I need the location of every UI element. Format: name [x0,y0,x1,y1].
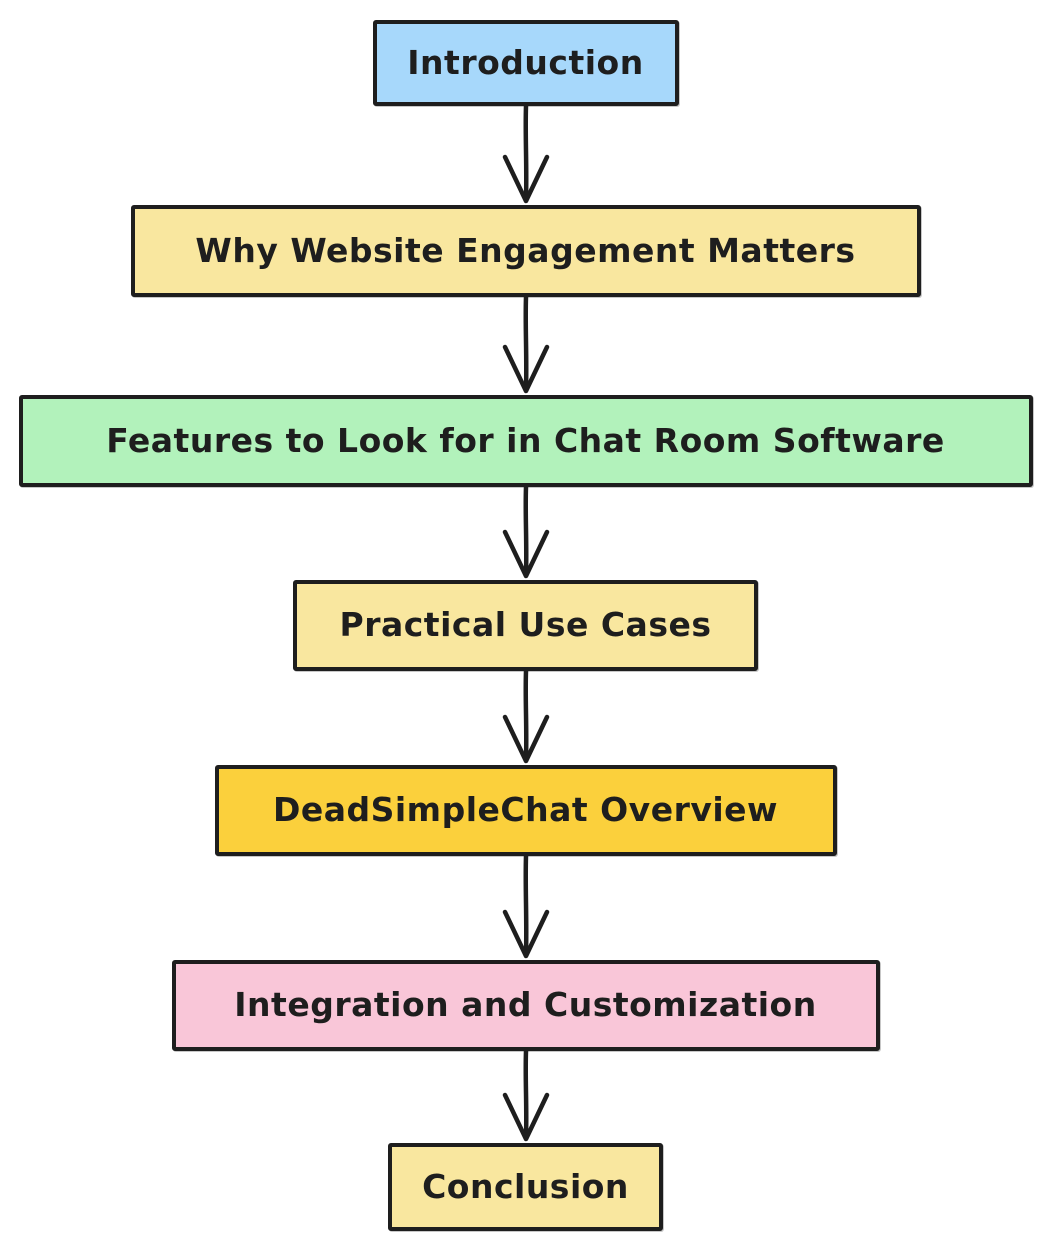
flowchart-node-label: Integration and Customization [234,985,817,1024]
flowchart-node-conclusion: Conclusion [388,1143,663,1231]
flowchart-node-practical-use-cases: Practical Use Cases [293,580,758,671]
flowchart-node-label: Features to Look for in Chat Room Softwa… [106,420,945,460]
arrow-down-icon [502,106,549,204]
flowchart-node-label: Practical Use Cases [339,605,712,644]
flowchart-node-integration-and-customization: Integration and Customization [171,960,880,1051]
arrow-down-icon [502,856,549,959]
flowchart-node-label: Conclusion [422,1166,629,1206]
arrow-down-icon [502,1051,549,1142]
arrow-down-icon [502,297,549,394]
flowchart-node-label: DeadSimpleChat Overview [272,790,779,829]
flowchart-node-deadsimplechat-overview: DeadSimpleChat Overview [214,765,837,856]
arrow-down-icon [502,671,549,764]
flowchart-node-features-to-look-for: Features to Look for in Chat Room Softwa… [18,395,1033,487]
flowchart-node-label: Introduction [407,42,644,82]
flowchart-node-introduction: Introduction [372,20,679,106]
flowchart-node-why-website-engagement-matters: Why Website Engagement Matters [130,205,921,297]
flowchart-node-label: Why Website Engagement Matters [195,230,856,270]
arrow-down-icon [502,487,549,579]
